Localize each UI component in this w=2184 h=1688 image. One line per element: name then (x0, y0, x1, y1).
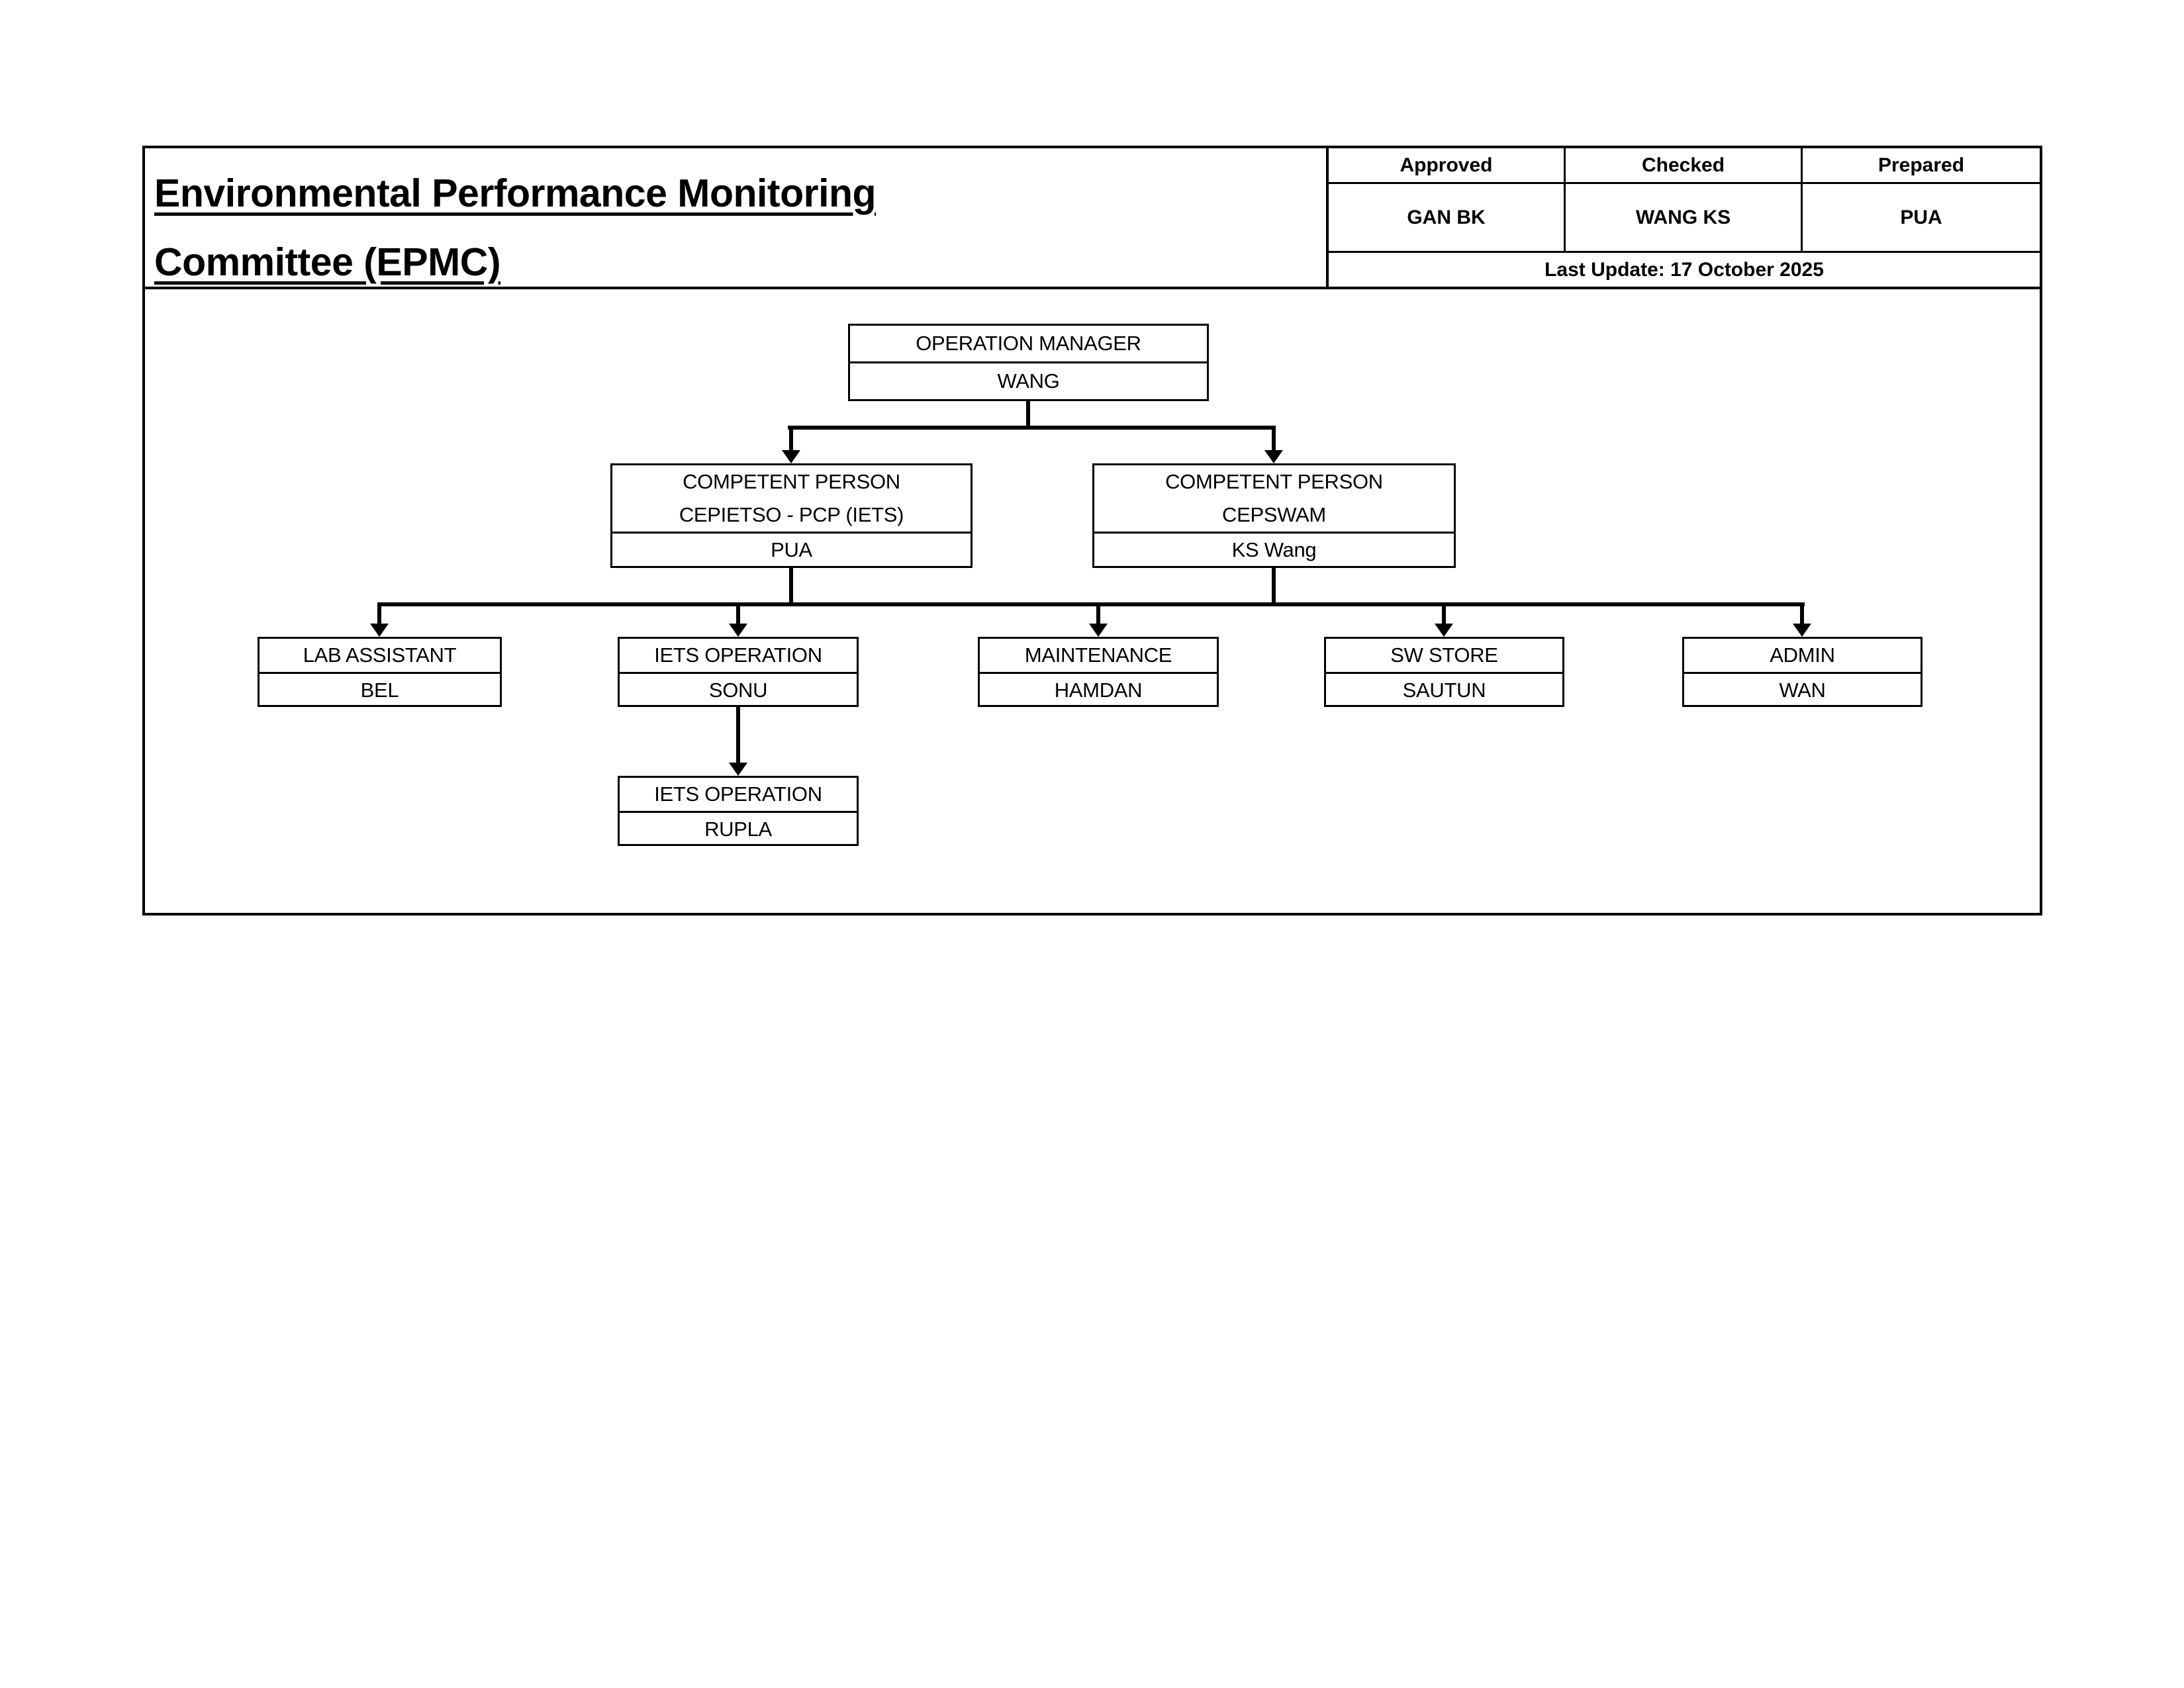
approval-col-checked: Checked (1566, 148, 1803, 184)
node-name: SAUTUN (1402, 679, 1486, 702)
org-node-operation-manager: OPERATION MANAGER WANG (848, 324, 1209, 401)
arrow-down-icon (1793, 624, 1811, 637)
arrow-down-icon (1435, 624, 1453, 637)
last-update-label: Last Update: 17 October 2025 (1544, 258, 1824, 281)
arrow-down-icon (1264, 450, 1283, 463)
node-title: IETS OPERATION (654, 643, 822, 667)
node-name: WAN (1779, 679, 1826, 702)
approval-table: Approved Checked Prepared GAN BK WANG KS… (1326, 148, 2040, 287)
node-subtitle: CEPSWAM (1222, 503, 1326, 526)
node-title: COMPETENT PERSON (1165, 470, 1383, 493)
org-node-lab-assistant: LAB ASSISTANT BEL (258, 637, 502, 707)
connector-line (1800, 602, 1804, 625)
header-divider (145, 287, 2040, 289)
connector-line (1272, 567, 1276, 605)
connector-line (788, 426, 1276, 430)
org-node-competent-person-iets: COMPETENT PERSON CEPIETSO - PCP (IETS) P… (610, 463, 973, 568)
approved-by-name: GAN BK (1329, 184, 1566, 253)
node-name: HAMDAN (1054, 679, 1143, 702)
node-name: BEL (360, 679, 399, 702)
connector-line (1096, 602, 1100, 625)
connector-line (736, 707, 740, 764)
node-name: SONU (708, 679, 768, 702)
org-node-maintenance: MAINTENANCE HAMDAN (978, 637, 1219, 707)
node-title: LAB ASSISTANT (303, 643, 457, 667)
org-node-competent-person-sw: COMPETENT PERSON CEPSWAM KS Wang (1092, 463, 1456, 568)
connector-line (789, 426, 793, 451)
node-title: OPERATION MANAGER (916, 332, 1141, 355)
node-title: ADMIN (1770, 643, 1835, 667)
arrow-down-icon (729, 624, 747, 637)
org-node-admin: ADMIN WAN (1682, 637, 1923, 707)
approval-col-prepared: Prepared (1803, 148, 2040, 184)
node-title: COMPETENT PERSON (683, 470, 900, 493)
node-title: MAINTENANCE (1024, 643, 1172, 667)
org-node-iets-operation: IETS OPERATION SONU (618, 637, 859, 707)
org-node-sw-store: SW STORE SAUTUN (1324, 637, 1564, 707)
arrow-down-icon (1089, 624, 1108, 637)
node-subtitle: CEPIETSO - PCP (IETS) (679, 503, 904, 526)
approval-col-approved: Approved (1329, 148, 1566, 184)
node-title: SW STORE (1390, 643, 1498, 667)
node-title: IETS OPERATION (654, 782, 822, 806)
org-node-iets-operation-2: IETS OPERATION RUPLA (618, 776, 859, 846)
node-name: RUPLA (704, 818, 772, 841)
checked-by-name: WANG KS (1566, 184, 1803, 253)
connector-line (377, 602, 381, 625)
connector-line (1026, 399, 1030, 428)
arrow-down-icon (782, 450, 800, 463)
connector-line (1272, 426, 1276, 451)
node-name: PUA (771, 538, 812, 561)
node-name: KS Wang (1231, 538, 1317, 561)
connector-line (377, 602, 1805, 606)
connector-line (736, 602, 740, 625)
connector-line (789, 567, 793, 605)
node-name: WANG (997, 369, 1060, 393)
connector-line (1442, 602, 1446, 625)
arrow-down-icon (729, 763, 747, 776)
prepared-by-name: PUA (1803, 184, 2040, 253)
arrow-down-icon (370, 624, 389, 637)
document-border (142, 146, 2042, 915)
page-title: Environmental Performance Monitoring Com… (154, 171, 877, 284)
